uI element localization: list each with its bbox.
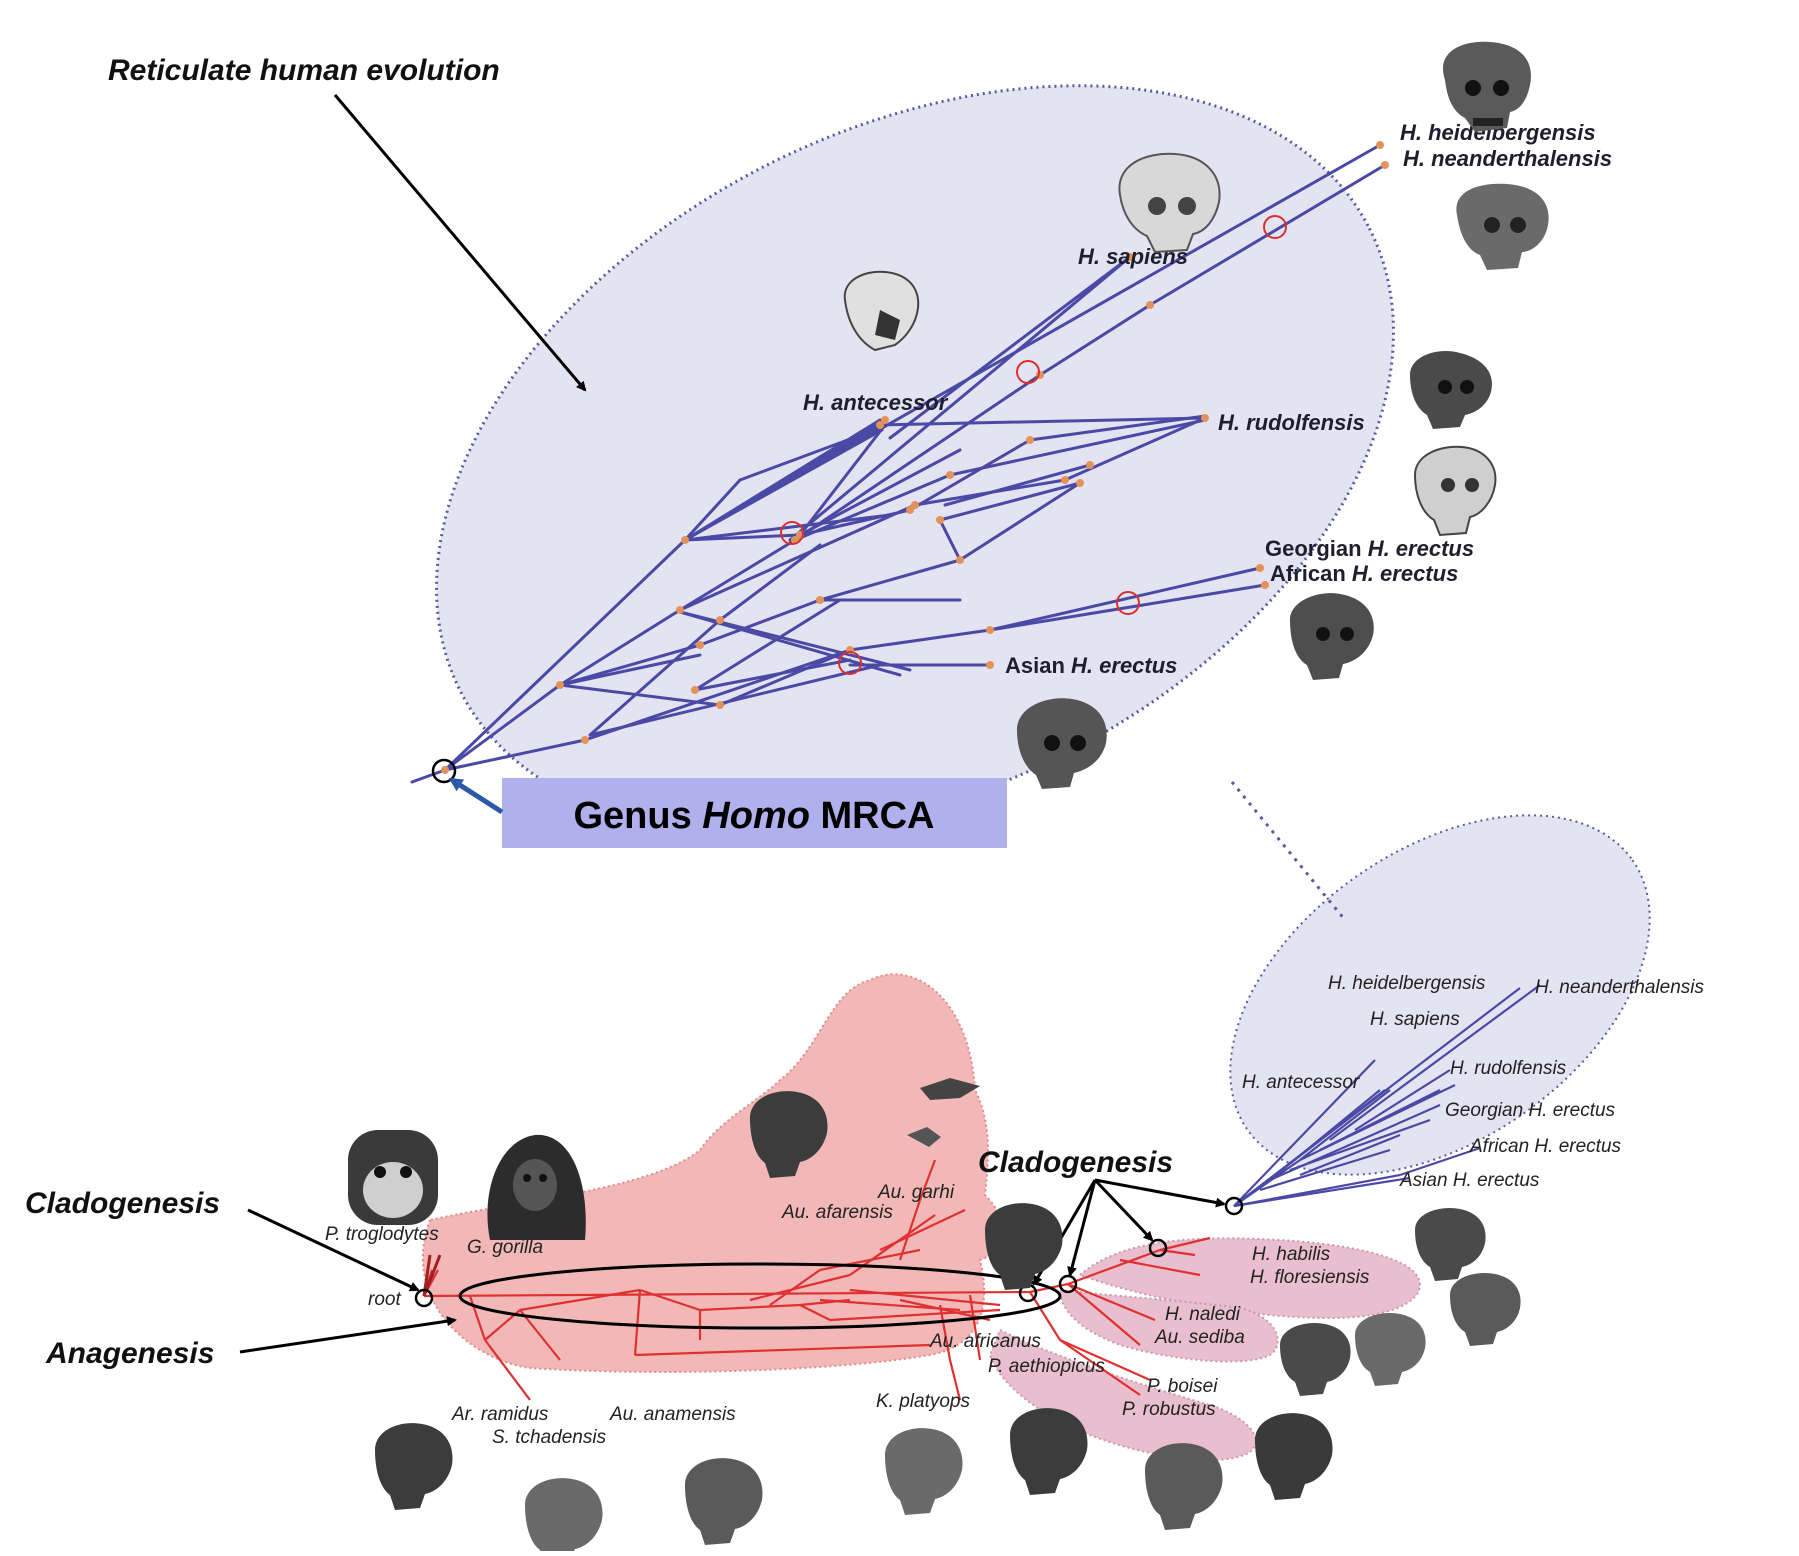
skull-icon xyxy=(907,1127,941,1147)
cladogenesis-arrow-mid-3 xyxy=(1093,1178,1154,1242)
anagenesis-ellipse xyxy=(458,1262,1062,1330)
label-rudolfensis: H. rudolfensis xyxy=(1218,410,1365,435)
label-tchadensis: S. tchadensis xyxy=(492,1427,607,1448)
skull-icon xyxy=(920,1078,980,1100)
label-garhi: Au. garhi xyxy=(877,1182,955,1203)
title-anagenesis: Anagenesis xyxy=(45,1337,214,1370)
label-robustus: P. robustus xyxy=(1122,1399,1216,1420)
label-afarensis: Au. afarensis xyxy=(781,1202,893,1223)
reticulate-network-lines xyxy=(410,143,1387,784)
reticulate-arrow xyxy=(333,94,587,392)
homo-small-ellipse xyxy=(1229,814,1651,1176)
small-label-neanderthalensis: H. neanderthalensis xyxy=(1535,977,1704,998)
skull-icon xyxy=(685,1458,763,1545)
hybridization-markers xyxy=(780,215,1287,675)
skull-icon xyxy=(1280,1322,1351,1396)
skull-icon xyxy=(1017,698,1107,789)
skull-icon xyxy=(1450,1272,1521,1346)
mrca-box xyxy=(502,778,1007,848)
small-label-sapiens: H. sapiens xyxy=(1370,1009,1460,1030)
mrca-pointer-arrow xyxy=(448,777,504,815)
title-reticulate: Reticulate human evolution xyxy=(108,54,500,87)
label-sediba: Au. sediba xyxy=(1154,1327,1245,1348)
cladogenesis-marker-root xyxy=(414,1288,434,1308)
small-label-rudolfensis: H. rudolfensis xyxy=(1450,1058,1567,1079)
label-aethiopicus: P. aethiopicus xyxy=(988,1356,1105,1377)
chimpanzee-icon xyxy=(348,1130,438,1225)
skull-icon xyxy=(1255,1413,1333,1500)
homo-root-marker xyxy=(1224,1196,1244,1216)
label-anamensis: Au. anamensis xyxy=(609,1404,736,1425)
small-homo-network xyxy=(1233,984,1541,1208)
label-antecessor: H. antecessor xyxy=(803,390,949,415)
cladogenesis-marker-3 xyxy=(1148,1238,1168,1258)
label-root: root xyxy=(368,1289,401,1310)
label-naledi: H. naledi xyxy=(1165,1304,1241,1325)
label-habilis: H. habilis xyxy=(1252,1244,1331,1265)
skull-icon xyxy=(525,1478,603,1556)
mrca-label: Genus Homo MRCA xyxy=(573,795,934,837)
label-platyops: K. platyops xyxy=(876,1391,970,1412)
title-cladogenesis-mid: Cladogenesis xyxy=(978,1146,1173,1179)
mrca-marker xyxy=(431,758,457,784)
small-label-asian-erectus: Asian H. erectus xyxy=(1399,1170,1540,1191)
skull-icon xyxy=(1355,1312,1426,1386)
skull-icon xyxy=(750,1091,828,1178)
label-floresiensis: H. floresiensis xyxy=(1250,1267,1370,1288)
skull-icon xyxy=(1413,445,1497,537)
paranthropus-region xyxy=(988,1328,1257,1461)
label-georgian-erectus: Georgian H. erectus xyxy=(1265,536,1474,561)
skull-icon xyxy=(843,270,920,352)
skull-icon xyxy=(1290,593,1374,680)
skull-icon xyxy=(885,1428,963,1515)
cladogenesis-arrow-left xyxy=(247,1208,420,1292)
label-troglodytes: P. troglodytes xyxy=(325,1224,439,1245)
skull-icon xyxy=(1010,1408,1088,1495)
zoom-connector xyxy=(1230,781,1347,921)
skull-icon xyxy=(1410,351,1492,429)
skull-icon xyxy=(1456,183,1549,270)
cladogenesis-arrow-mid-2 xyxy=(1067,1179,1097,1277)
skull-icon xyxy=(1118,152,1221,254)
small-label-african-erectus: African H. erectus xyxy=(1469,1136,1622,1157)
label-neanderthalensis: H. neanderthalensis xyxy=(1403,146,1612,171)
gorilla-icon xyxy=(487,1134,586,1240)
skull-icon xyxy=(985,1203,1063,1290)
habilis-region xyxy=(1078,1237,1422,1320)
anagenesis-arrow xyxy=(239,1316,457,1354)
label-boisei: P. boisei xyxy=(1147,1376,1218,1397)
label-africanus: Au. africanus xyxy=(929,1331,1041,1352)
skull-icon xyxy=(375,1423,453,1510)
naledi-region xyxy=(1058,1288,1279,1363)
label-african-erectus: African H. erectus xyxy=(1270,561,1458,586)
skull-icon xyxy=(1415,1207,1486,1281)
label-gorilla: G. gorilla xyxy=(467,1237,543,1258)
label-asian-erectus: Asian H. erectus xyxy=(1005,653,1177,678)
skull-icon xyxy=(1145,1443,1223,1530)
small-label-georgian-erectus: Georgian H. erectus xyxy=(1445,1100,1616,1121)
title-cladogenesis-left: Cladogenesis xyxy=(25,1187,220,1220)
small-label-antecessor: H. antecessor xyxy=(1242,1072,1360,1093)
small-label-heidelbergensis: H. heidelbergensis xyxy=(1328,973,1486,994)
skull-icon xyxy=(1443,41,1531,133)
cladogenesis-arrow-mid-4 xyxy=(1094,1178,1226,1208)
label-ramidus: Ar. ramidus xyxy=(451,1404,549,1425)
